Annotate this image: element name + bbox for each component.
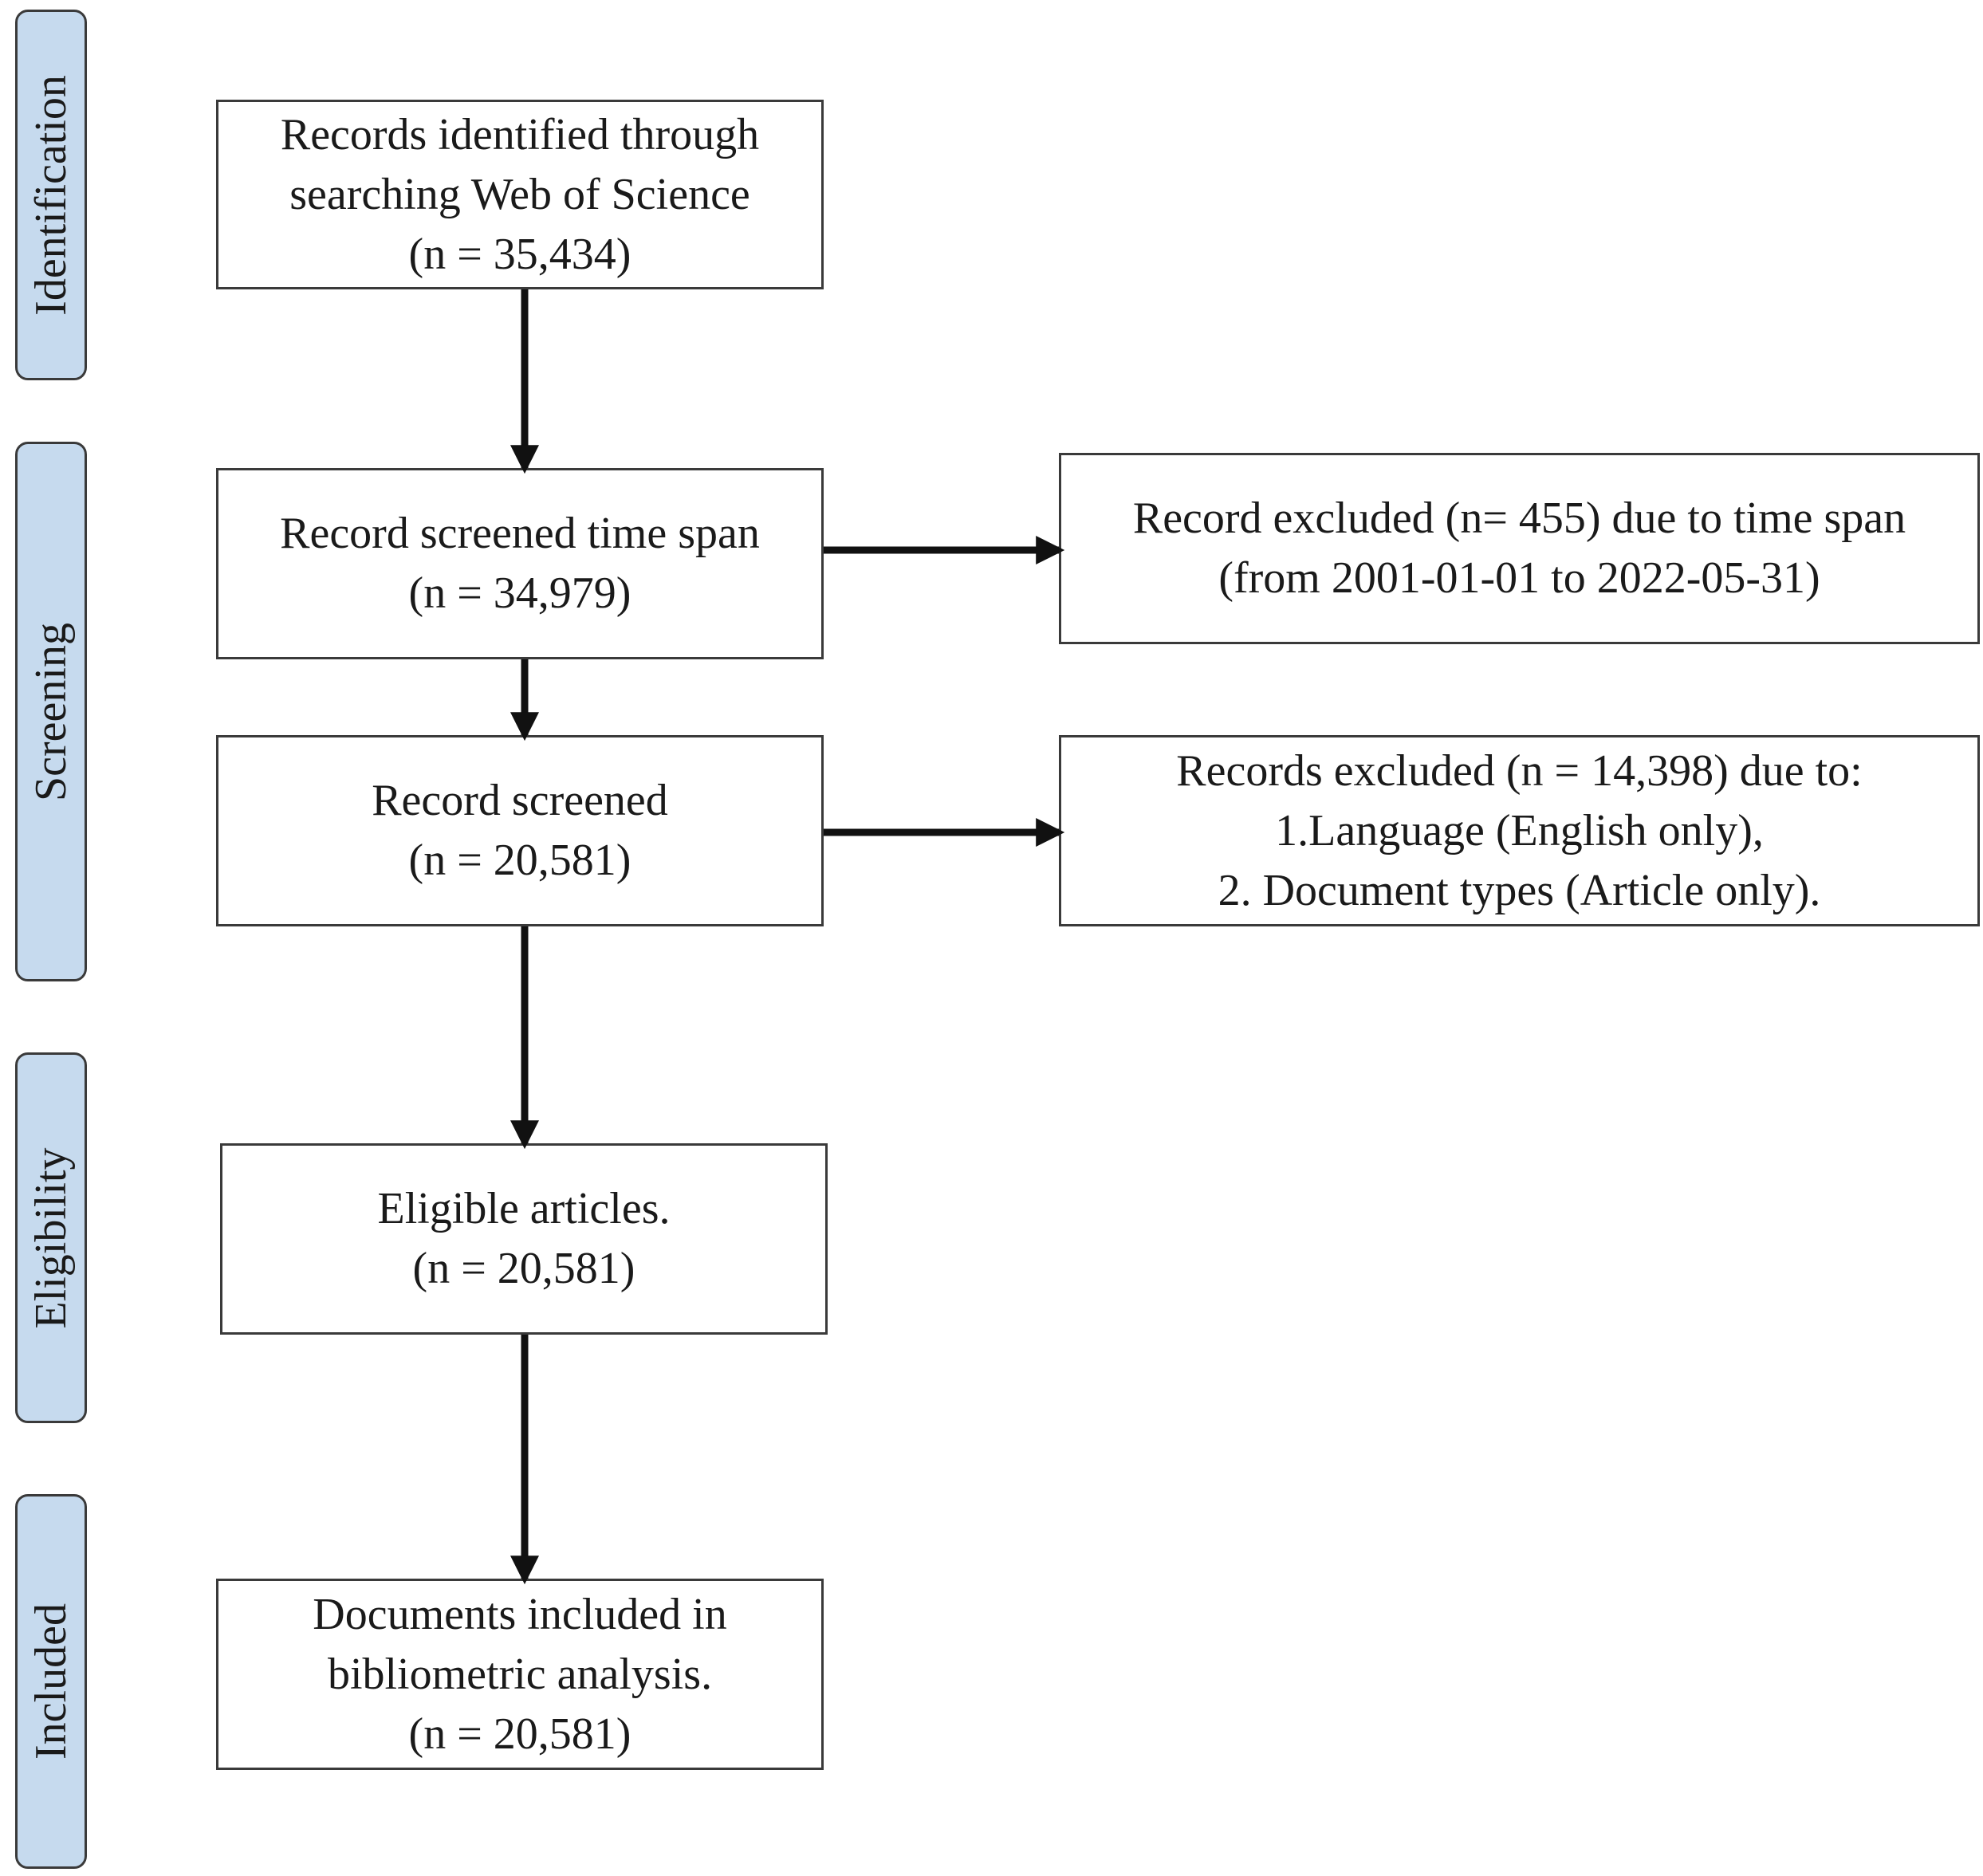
box-records-excluded-language-type-line3: 2. Document types (Article only). [1218,865,1821,915]
box-records-excluded-language-type-line1: Records excluded (n = 14,398) due to: [1176,745,1863,796]
stage-tab-identification: Identification [15,10,87,380]
box-records-excluded-language-type: Records excluded (n = 14,398) due to: 1.… [1059,735,1980,926]
box-record-screened-time-span-line2: (n = 34,979) [408,568,631,618]
stage-tab-eligibility: Eligibility [15,1052,87,1423]
box-records-excluded-language-type-line2: 1.Language (English only), [1275,805,1764,855]
box-record-screened-line2: (n = 20,581) [408,836,631,885]
box-record-screened-time-span: Record screened time span (n = 34,979) [216,468,824,659]
box-records-identified-line1: Records identified through [280,109,760,159]
box-documents-included: Documents included in bibliometric analy… [216,1579,824,1770]
box-record-screened-line1: Record screened [372,776,668,825]
stage-tab-included: Included [15,1494,87,1869]
stage-label-included: Included [26,1603,76,1760]
box-documents-included-line1: Documents included in [313,1589,727,1639]
stage-label-screening: Screening [26,622,76,801]
box-record-excluded-time-span-line2: (from 2001-01-01 to 2022-05-31) [1218,553,1820,603]
box-record-screened: Record screened (n = 20,581) [216,735,824,926]
stage-label-identification: Identification [26,74,76,316]
box-records-identified: Records identified through searching Web… [216,100,824,289]
stage-label-eligibility: Eligibility [26,1146,76,1329]
box-records-identified-line3: (n = 35,434) [408,229,631,279]
box-records-identified-line2: searching Web of Science [289,169,750,219]
box-documents-included-line3: (n = 20,581) [408,1709,631,1759]
box-documents-included-line2: bibliometric analysis. [327,1649,713,1699]
box-eligible-articles: Eligible articles. (n = 20,581) [220,1143,828,1335]
stage-tab-screening: Screening [15,442,87,981]
box-eligible-articles-line2: (n = 20,581) [412,1244,635,1293]
box-record-excluded-time-span-line1: Record excluded (n= 455) due to time spa… [1132,494,1906,543]
box-eligible-articles-line1: Eligible articles. [377,1184,671,1233]
box-record-screened-time-span-line1: Record screened time span [280,509,760,558]
box-record-excluded-time-span: Record excluded (n= 455) due to time spa… [1059,453,1980,644]
